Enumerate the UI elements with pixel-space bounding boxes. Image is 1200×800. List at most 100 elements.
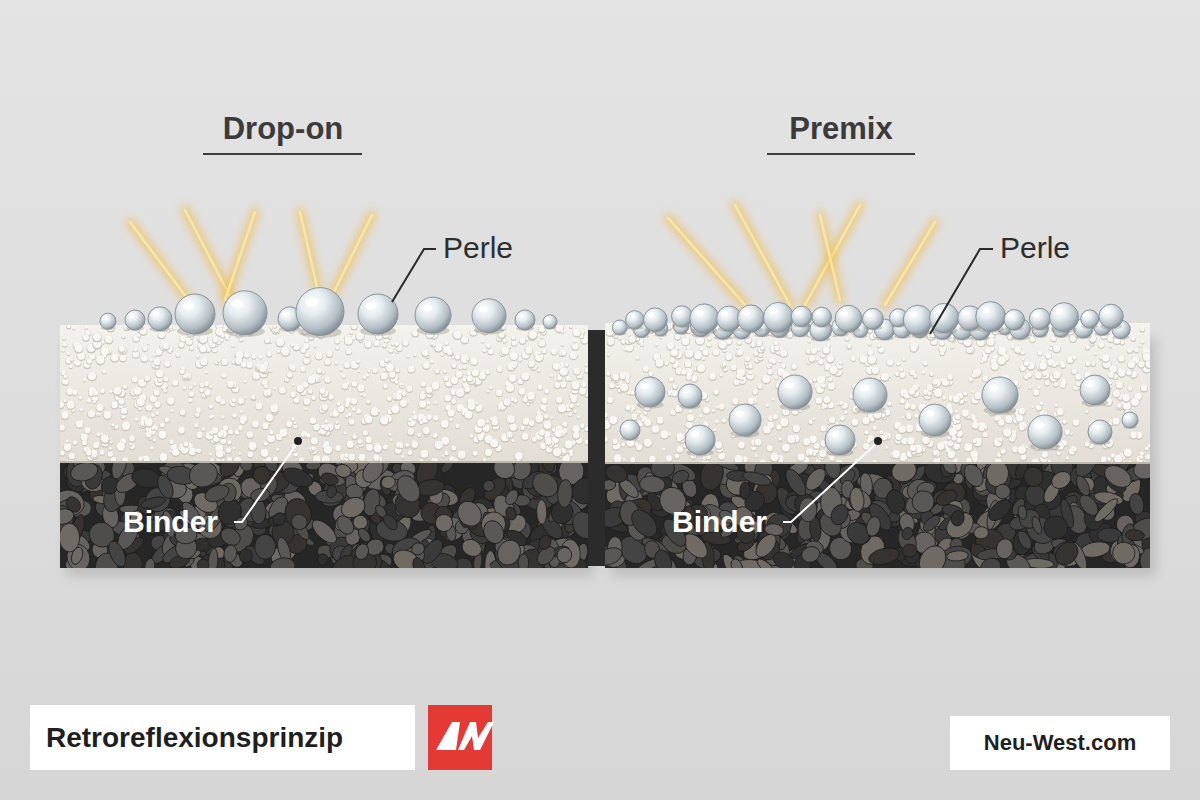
binder-grain xyxy=(422,349,429,356)
asphalt-stone xyxy=(698,463,727,492)
asphalt-stone xyxy=(223,544,238,563)
binder-grain xyxy=(518,358,522,362)
binder-grain xyxy=(514,452,524,462)
binder-grain xyxy=(431,343,434,346)
binder-grain xyxy=(528,361,536,369)
binder-grain xyxy=(100,450,105,455)
binder-grain xyxy=(585,363,588,366)
binder-grain xyxy=(540,404,547,411)
binder-grain xyxy=(196,354,199,357)
binder-grain xyxy=(345,415,349,419)
binder-grain xyxy=(551,349,557,355)
binder-grain xyxy=(237,397,245,405)
binder-grain xyxy=(344,403,349,408)
binder-grain xyxy=(451,399,456,404)
asphalt-stone xyxy=(782,466,810,499)
binder-grain xyxy=(405,443,409,447)
binder-grain xyxy=(222,359,228,365)
binder-grain xyxy=(60,401,65,409)
binder-grain xyxy=(193,383,197,387)
binder-grain xyxy=(574,410,577,413)
binder-grain xyxy=(276,338,284,346)
asphalt-stone xyxy=(1128,492,1146,516)
asphalt-stone xyxy=(995,538,1015,561)
binder-grain xyxy=(511,336,515,340)
binder-grain xyxy=(167,397,175,405)
binder-grain xyxy=(458,451,466,459)
binder-grain xyxy=(321,404,328,411)
binder-grain xyxy=(510,352,518,360)
binder-grain xyxy=(507,415,515,423)
binder-grain xyxy=(462,365,467,370)
binder-grain xyxy=(443,370,447,374)
binder-grain xyxy=(519,388,526,395)
binder-grain xyxy=(449,418,454,423)
binder-grain xyxy=(263,389,272,398)
binder-grain xyxy=(482,349,486,353)
asphalt-stone xyxy=(1131,463,1150,482)
binder-grain xyxy=(408,366,415,373)
binder-grain xyxy=(335,445,342,452)
binder-grain xyxy=(541,349,547,355)
binder-grain xyxy=(270,404,278,412)
binder-grain xyxy=(276,449,279,452)
binder-grain xyxy=(209,416,213,420)
binder-grain xyxy=(366,400,370,404)
binder-grain xyxy=(171,409,174,412)
asphalt-stone xyxy=(605,544,625,568)
binder-grain xyxy=(585,440,589,445)
binder-grain xyxy=(79,396,83,400)
asphalt-stone xyxy=(884,488,907,516)
asphalt-stone xyxy=(334,463,353,480)
binder-grain xyxy=(518,358,522,362)
binder-grain xyxy=(293,422,296,425)
binder-grain xyxy=(514,398,518,402)
binder-grain xyxy=(64,375,68,379)
binder-grain xyxy=(99,450,105,456)
binder-grain xyxy=(502,339,507,344)
binder-grain xyxy=(481,340,484,343)
binder-grain xyxy=(68,453,75,460)
binder-grain xyxy=(276,448,279,451)
binder-grain xyxy=(503,339,507,343)
binder-grain xyxy=(246,432,254,440)
binder-grain xyxy=(176,353,180,357)
binder-grain xyxy=(65,440,69,444)
binder-grain xyxy=(155,411,159,415)
asphalt-stone xyxy=(453,496,487,531)
binder-grain xyxy=(97,433,101,437)
binder-grain xyxy=(317,368,322,373)
binder-grain xyxy=(301,348,306,353)
asphalt-stone xyxy=(755,557,777,568)
binder-grain xyxy=(441,353,444,356)
binder-grain xyxy=(87,399,92,404)
binder-grain xyxy=(151,414,155,418)
binder-grain xyxy=(444,395,452,403)
binder-grain xyxy=(444,341,448,345)
binder-grain xyxy=(334,424,341,431)
asphalt-stone xyxy=(1044,516,1068,540)
binder-grain xyxy=(225,336,229,340)
binder-grain xyxy=(400,384,404,388)
binder-grain xyxy=(335,346,340,351)
binder-grain xyxy=(151,413,155,417)
binder-grain xyxy=(336,402,341,407)
binder-grain xyxy=(452,356,455,359)
binder-grain xyxy=(344,362,350,368)
binder-grain xyxy=(239,453,242,456)
binder-grain xyxy=(166,397,175,406)
binder-grain xyxy=(64,443,72,451)
binder-grain xyxy=(407,366,415,374)
binder-grain xyxy=(155,412,160,417)
binder-grain xyxy=(561,344,564,347)
binder-grain xyxy=(164,360,170,366)
binder-grain xyxy=(316,368,322,374)
binder-grain xyxy=(457,451,466,460)
asphalt-stone xyxy=(216,462,244,481)
binder-grain xyxy=(88,410,95,417)
binder-grain xyxy=(87,398,91,402)
asphalt-stone xyxy=(144,558,156,568)
binder-grain xyxy=(433,415,440,422)
binder-grain xyxy=(539,430,546,437)
binder-grain xyxy=(433,415,439,421)
